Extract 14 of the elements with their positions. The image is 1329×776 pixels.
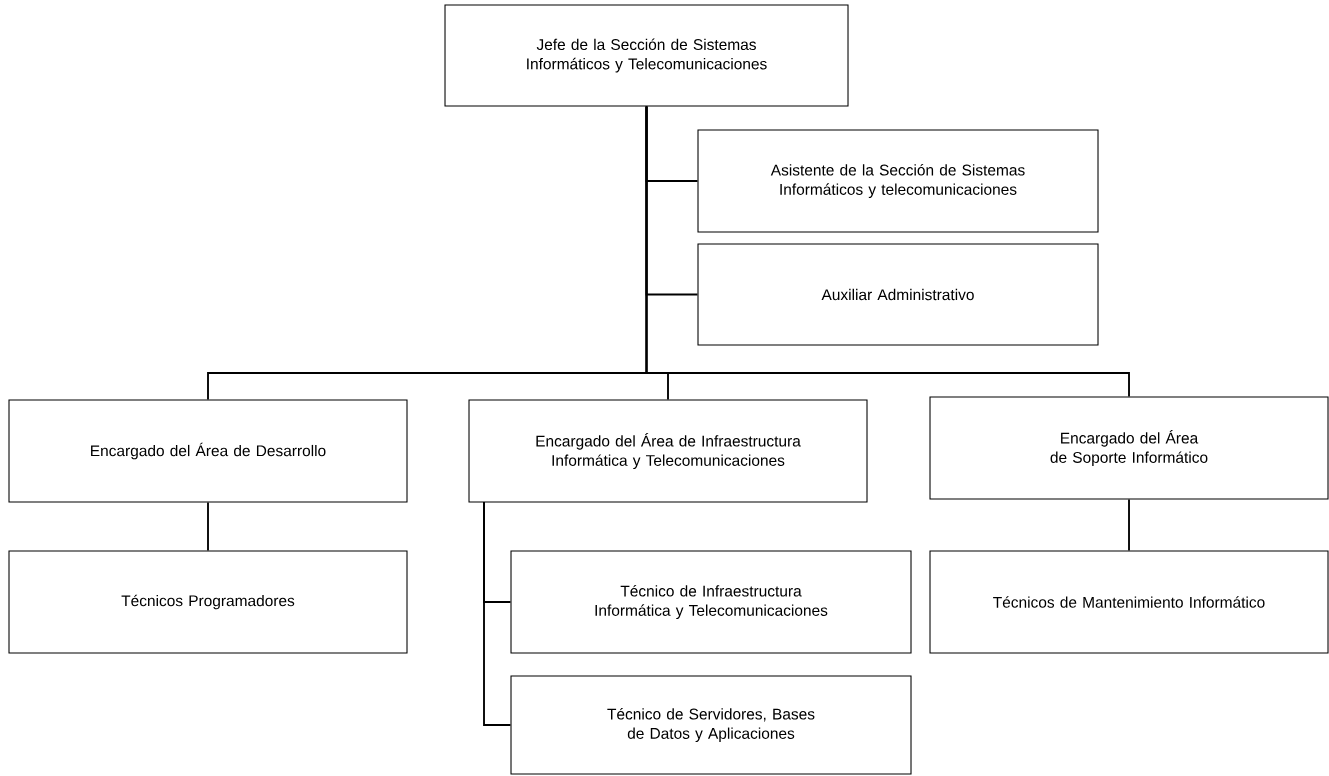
- position-box: Asistente de la Sección de Sistemas Informáticos y telecomunicaciones: [697, 129, 1099, 233]
- connector-line: [645, 105, 1130, 398]
- position-box: Auxiliar Administrativo: [697, 243, 1099, 346]
- connector-line: [1128, 498, 1130, 552]
- position-box: Encargado del Área de Infraestructura Informática y Telecomunicaciones: [468, 399, 868, 503]
- position-box: Técnico de Infraestructura Informática y Telecomunicaciones: [510, 550, 912, 654]
- position-box: Encargado del Área de Soporte Informático: [929, 396, 1329, 500]
- position-box: Técnicos de Mantenimiento Informático: [929, 550, 1329, 654]
- position-box: Técnico de Servidores, Bases de Datos y Aplicaciones: [510, 675, 912, 775]
- position-box: Jefe de la Sección de Sistemas Informáticos y Telecomunicaciones: [444, 4, 849, 107]
- connector-line: [207, 501, 209, 552]
- connector-line: [483, 501, 512, 726]
- position-box: Encargado del Área de Desarrollo: [8, 399, 408, 503]
- position-box: Técnicos Programadores: [8, 550, 408, 654]
